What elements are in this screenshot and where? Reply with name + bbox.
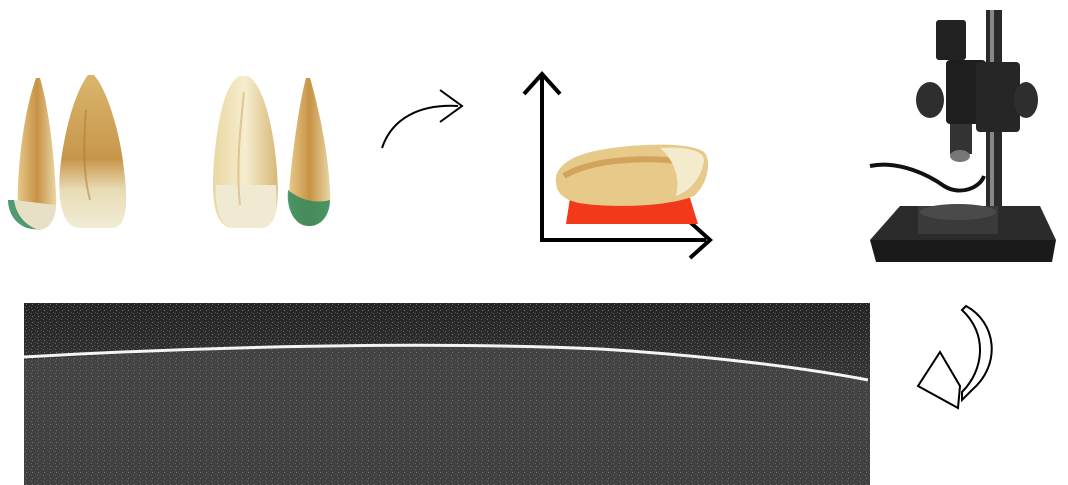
tooth-icon [213,76,278,228]
tooth-icon [288,78,331,226]
tooth-specimens [8,75,330,230]
oct-bscan [24,303,870,485]
microscope-icon [870,10,1056,262]
tooth-icon [8,78,56,230]
curved-outline-arrow-icon [918,306,992,408]
tooth-icon [556,145,708,206]
curved-arrow-icon [382,90,462,148]
tooth-positioning [524,74,710,258]
tooth-icon [59,75,126,228]
oct-microscope [870,10,1056,262]
